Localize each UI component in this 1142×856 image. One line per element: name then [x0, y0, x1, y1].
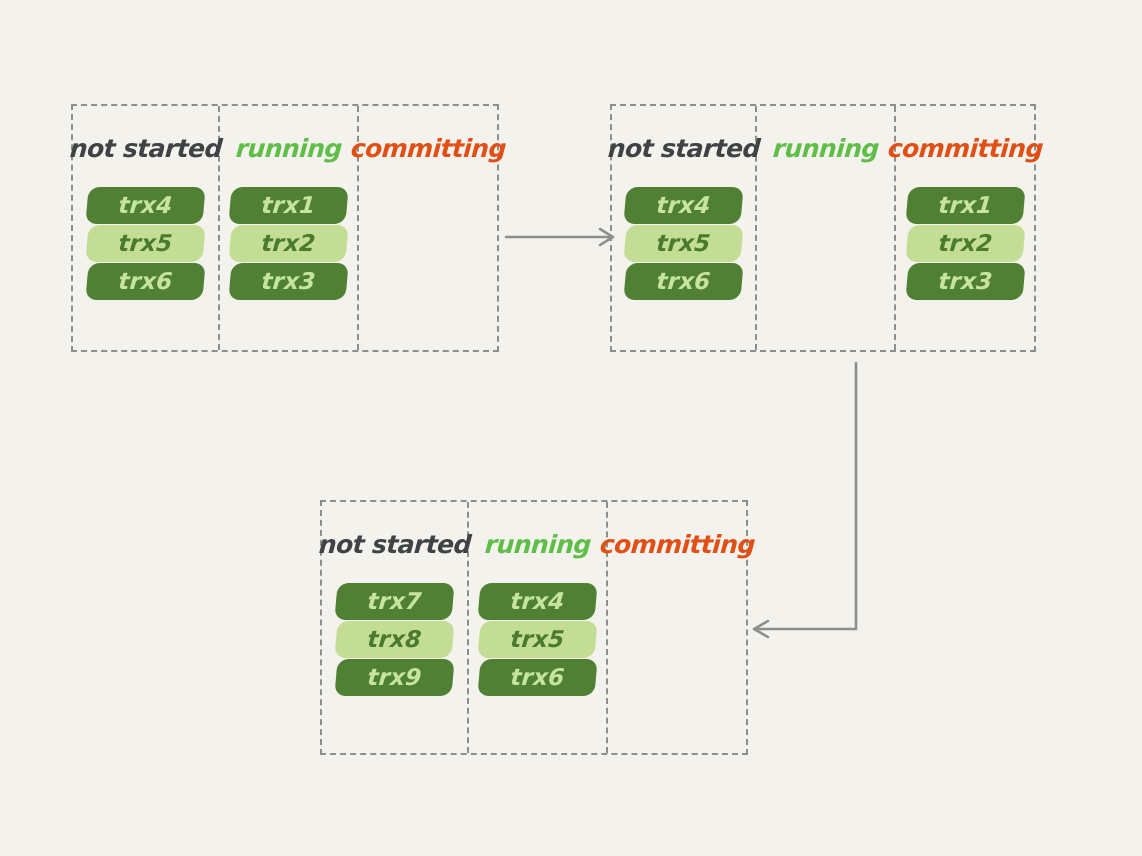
- panel-2-column-title-not-started: not started: [606, 134, 761, 163]
- panel-3-column-committing: committing: [599, 502, 756, 753]
- panel-2-column-not-started: not started trx4 trx5 trx6: [607, 106, 760, 350]
- transaction-pill[interactable]: trx2: [228, 225, 349, 262]
- transaction-pill[interactable]: trx5: [477, 621, 598, 658]
- transaction-pill[interactable]: trx4: [85, 187, 206, 224]
- panel-3-column-title-running: running: [483, 530, 592, 559]
- transaction-pill[interactable]: trx2: [904, 225, 1026, 262]
- state-panel-1: not started trx4 trx5 trx6 running trx1 …: [69, 104, 507, 352]
- transaction-pill[interactable]: trx4: [477, 583, 598, 620]
- panel-2-committing-stack: trx1 trx2 trx3: [904, 187, 1026, 300]
- panel-2-column-title-running: running: [771, 134, 880, 163]
- arrow-panel2-to-panel3: [752, 361, 858, 639]
- transaction-pill[interactable]: trx3: [904, 263, 1026, 300]
- transaction-pill[interactable]: trx6: [623, 263, 744, 300]
- transaction-pill[interactable]: trx6: [85, 263, 206, 300]
- state-panel-3: not started trx7 trx8 trx9 running trx4 …: [318, 500, 756, 755]
- panel-2-not-started-stack: trx4 trx5 trx6: [623, 187, 744, 300]
- panel-3-column-title-not-started: not started: [317, 530, 472, 559]
- panel-1-not-started-stack: trx4 trx5 trx6: [85, 187, 206, 300]
- panel-1-column-title-committing: committing: [349, 134, 507, 163]
- transaction-pill[interactable]: trx5: [85, 225, 206, 262]
- state-panel-2: not started trx4 trx5 trx6 running commi…: [607, 104, 1043, 352]
- panel-1-column-not-started: not started trx4 trx5 trx6: [69, 106, 222, 350]
- panel-1-column-title-not-started: not started: [68, 134, 223, 163]
- transaction-pill[interactable]: trx9: [334, 659, 455, 696]
- arrow-panel1-to-panel2: [504, 227, 615, 247]
- panel-1-running-stack: trx1 trx2 trx3: [228, 187, 349, 300]
- panel-2-column-running: running: [757, 106, 896, 350]
- panel-3-column-running: running trx4 trx5 trx6: [469, 502, 608, 753]
- panel-1-column-running: running trx1 trx2 trx3: [220, 106, 359, 350]
- panel-3-column-not-started: not started trx7 trx8 trx9: [318, 502, 471, 753]
- panel-1-column-title-running: running: [234, 134, 343, 163]
- panel-3-not-started-stack: trx7 trx8 trx9: [334, 583, 455, 696]
- transaction-pill[interactable]: trx8: [334, 621, 455, 658]
- transaction-pill[interactable]: trx3: [228, 263, 349, 300]
- transaction-pill[interactable]: trx1: [904, 187, 1026, 224]
- transaction-pill[interactable]: trx1: [228, 187, 349, 224]
- transaction-pill[interactable]: trx7: [334, 583, 455, 620]
- panel-2-column-committing: committing trx1 trx2 trx3: [887, 106, 1043, 350]
- panel-3-column-title-committing: committing: [598, 530, 756, 559]
- panel-1-column-committing: committing: [350, 106, 507, 350]
- panel-3-running-stack: trx4 trx5 trx6: [477, 583, 598, 696]
- transaction-pill[interactable]: trx6: [477, 659, 598, 696]
- transaction-pill[interactable]: trx4: [623, 187, 744, 224]
- panel-2-column-title-committing: committing: [886, 134, 1044, 163]
- transaction-pill[interactable]: trx5: [623, 225, 744, 262]
